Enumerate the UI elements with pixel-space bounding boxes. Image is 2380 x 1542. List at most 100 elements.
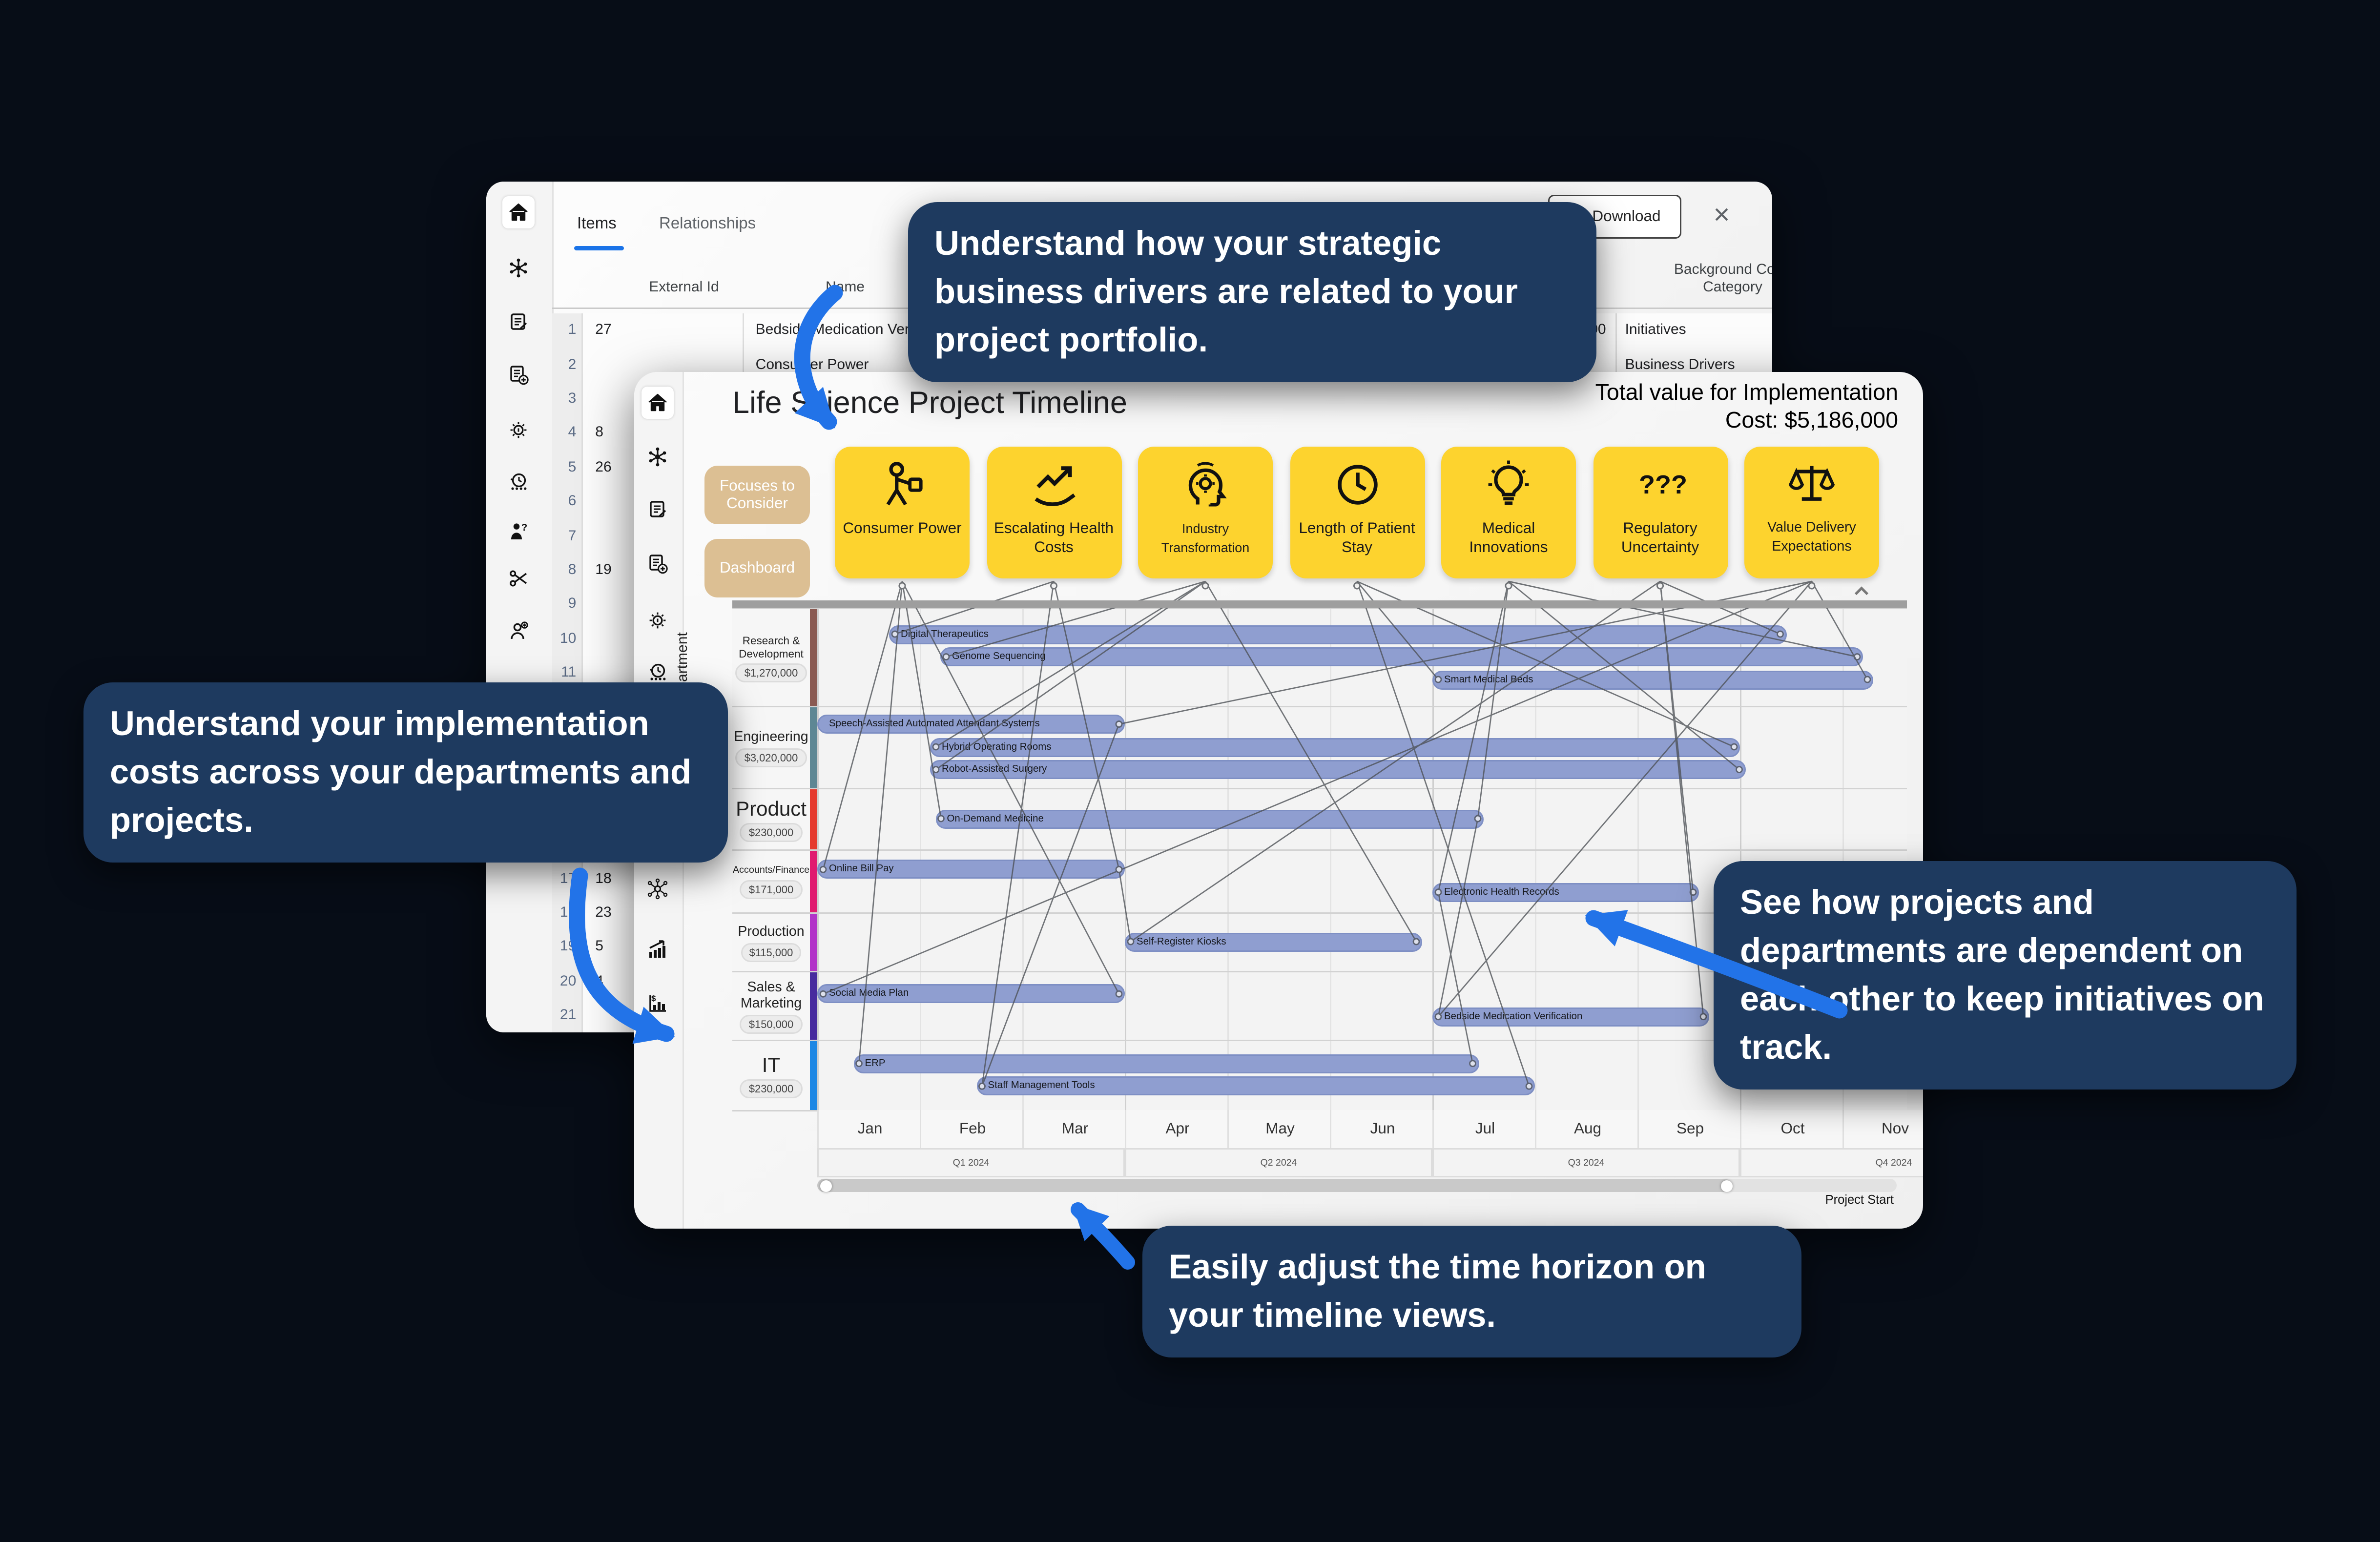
department-cell-accounts-finance[interactable]: Accounts/Finance $171,000	[732, 849, 810, 914]
driver-card-label: Value Delivery Expectations	[1767, 520, 1856, 555]
sidebar-item-home[interactable]	[502, 196, 535, 228]
idea-gear-icon	[510, 422, 527, 438]
month-label-jun: Jun	[1330, 1110, 1434, 1148]
department-cell-engineering[interactable]: Engineering $3,020,000	[732, 706, 810, 789]
quarter-label: Q3 2024	[1432, 1148, 1740, 1177]
sidebar-item-network-hub[interactable]	[502, 252, 535, 284]
gantt-bar-self-register-kiosks[interactable]: Self-Register Kiosks	[1125, 932, 1422, 951]
department-cell-it[interactable]: IT $230,000	[732, 1040, 810, 1111]
driver-card-medical-innovations[interactable]: Medical Innovations	[1441, 447, 1576, 578]
department-color-strip	[810, 706, 817, 788]
svg-text:???: ???	[1638, 470, 1687, 499]
band-separator	[732, 706, 1907, 707]
sidebar-item-notes[interactable]	[502, 306, 535, 338]
gantt-bar-speech-assisted-automated-attendant-systems[interactable]: Speech-Assisted Automated Attendant Syst…	[817, 715, 1125, 734]
department-color-strip	[810, 971, 817, 1040]
month-label-mar: Mar	[1022, 1110, 1126, 1148]
row-number: 10	[552, 621, 584, 656]
row-number: 4	[552, 416, 584, 451]
driver-card-regulatory-uncertainty[interactable]: ??? Regulatory Uncertainty	[1593, 447, 1728, 578]
driver-card-consumer-power[interactable]: Consumer Power	[835, 447, 970, 578]
month-label-oct: Oct	[1740, 1110, 1844, 1148]
gantt-bar-on-demand-medicine[interactable]: On-Demand Medicine	[935, 809, 1484, 828]
gantt-bar-hybrid-operating-rooms[interactable]: Hybrid Operating Rooms	[930, 737, 1740, 757]
gantt-area: Research & Development $1,270,000 Digital…	[634, 372, 1923, 1229]
department-cell-sales-marketing[interactable]: Sales & Marketing $150,000	[732, 971, 810, 1041]
row-number: 6	[552, 485, 584, 519]
callout-costs: Understand your implementation costs acr…	[83, 682, 728, 863]
department-cell-product[interactable]: Product $230,000	[732, 788, 810, 851]
department-color-strip	[810, 849, 817, 912]
sidebar-item-history-clock[interactable]	[642, 656, 674, 688]
row-number: 5	[552, 450, 584, 485]
month-gridline	[1227, 608, 1229, 1110]
gantt-bar-label: Self-Register Kiosks	[1137, 936, 1226, 947]
cell-category: Initiatives	[1625, 322, 1686, 339]
driver-card-length-of-patient-stay[interactable]: Length of Patient Stay	[1289, 447, 1425, 578]
sidebar-item-history-clock[interactable]	[502, 466, 535, 498]
department-name: Sales & Marketing	[740, 980, 802, 1012]
callout-timeline: Easily adjust the time horizon on your t…	[1142, 1226, 1801, 1357]
gantt-bar-erp[interactable]: ERP	[853, 1054, 1479, 1073]
month-gridline	[817, 608, 819, 1110]
scrollbar-handle-left[interactable]	[820, 1179, 832, 1192]
sidebar-item-home[interactable]	[642, 387, 674, 419]
row-number: 17	[552, 862, 584, 896]
dashboard-button[interactable]: Dashboard	[704, 539, 810, 597]
sidebar-item-idea-gear[interactable]	[502, 413, 535, 445]
sidebar-item-add-document[interactable]	[642, 548, 674, 580]
gantt-bar-label: ERP	[865, 1058, 886, 1069]
mind-gear-icon	[1188, 462, 1227, 507]
scrollbar-handle-right[interactable]	[1721, 1179, 1733, 1192]
department-cell-production[interactable]: Production $115,000	[732, 912, 810, 972]
gantt-bar-smart-medical-beds[interactable]: Smart Medical Beds	[1432, 670, 1873, 689]
gantt-bar-label: Online Bill Pay	[829, 864, 894, 875]
close-icon[interactable]	[1712, 205, 1731, 224]
gantt-bar-social-media-plan[interactable]: Social Media Plan	[817, 984, 1125, 1004]
sidebar-item-idea-gear[interactable]	[642, 603, 674, 636]
department-name: IT	[762, 1052, 781, 1076]
driver-card-escalating-health-costs[interactable]: Escalating Health Costs	[986, 447, 1121, 578]
department-cost-badge: $1,270,000	[735, 663, 807, 682]
driver-card-label: Regulatory Uncertainty	[1621, 520, 1699, 556]
sidebar-item-notes[interactable]	[642, 493, 674, 526]
gantt-bar-label: Bedside Medication Verification	[1444, 1011, 1583, 1022]
back-window-sidebar: ?	[486, 182, 554, 1032]
row-number: 3	[552, 382, 584, 416]
band-separator	[732, 608, 1907, 609]
gantt-bar-label: Digital Therapeutics	[901, 629, 989, 639]
sidebar-item-add-document[interactable]	[502, 359, 535, 391]
driver-card-value-delivery-expectations[interactable]: Value Delivery Expectations	[1744, 447, 1879, 578]
month-label-may: May	[1227, 1110, 1331, 1148]
gantt-bar-robot-assisted-surgery[interactable]: Robot-Assisted Surgery	[930, 760, 1745, 779]
gantt-bar-label: On-Demand Medicine	[947, 813, 1044, 824]
sidebar-item-person-question[interactable]: ?	[502, 515, 535, 548]
department-cell-research-development[interactable]: Research & Development $1,270,000	[732, 608, 810, 707]
sidebar-item-scissors[interactable]	[502, 562, 535, 595]
timeline-window: $ Life Science Project Timeline Total va…	[634, 372, 1923, 1229]
timeline-scrollbar-range[interactable]	[817, 1179, 1731, 1192]
row-number: 20	[552, 964, 584, 999]
month-label-sep: Sep	[1637, 1110, 1741, 1148]
tab-relationships[interactable]: Relationships	[659, 215, 756, 233]
gantt-bar-staff-management-tools[interactable]: Staff Management Tools	[976, 1076, 1535, 1096]
sidebar-item-add-person[interactable]	[502, 615, 535, 647]
gantt-bar-bedside-medication-verification[interactable]: Bedside Medication Verification	[1432, 1007, 1709, 1027]
department-cost-badge: $171,000	[740, 880, 803, 900]
chevron-up-icon[interactable]	[1850, 581, 1873, 602]
focuses-to-consider-button[interactable]: Focuses to Consider	[704, 466, 810, 524]
month-gridline	[1125, 608, 1126, 1110]
cell-cost	[1449, 348, 1616, 382]
gantt-bar-electronic-health-records[interactable]: Electronic Health Records	[1432, 883, 1699, 902]
tab-items[interactable]: Items	[577, 215, 617, 233]
gantt-bar-digital-therapeutics[interactable]: Digital Therapeutics	[889, 624, 1786, 644]
gantt-bar-genome-sequencing[interactable]: Genome Sequencing	[940, 647, 1863, 666]
history-clock-icon	[649, 663, 666, 680]
driver-card-industry-transformation[interactable]: Industry Transformation	[1138, 447, 1273, 578]
driver-card-label: Industry Transformation	[1161, 521, 1250, 555]
add-document-icon	[649, 555, 668, 574]
department-cost-badge: $230,000	[740, 1079, 803, 1099]
gantt-bar-online-bill-pay[interactable]: Online Bill Pay	[817, 860, 1125, 879]
month-gridline	[920, 608, 921, 1110]
sidebar-item-network-hub[interactable]	[642, 441, 674, 473]
